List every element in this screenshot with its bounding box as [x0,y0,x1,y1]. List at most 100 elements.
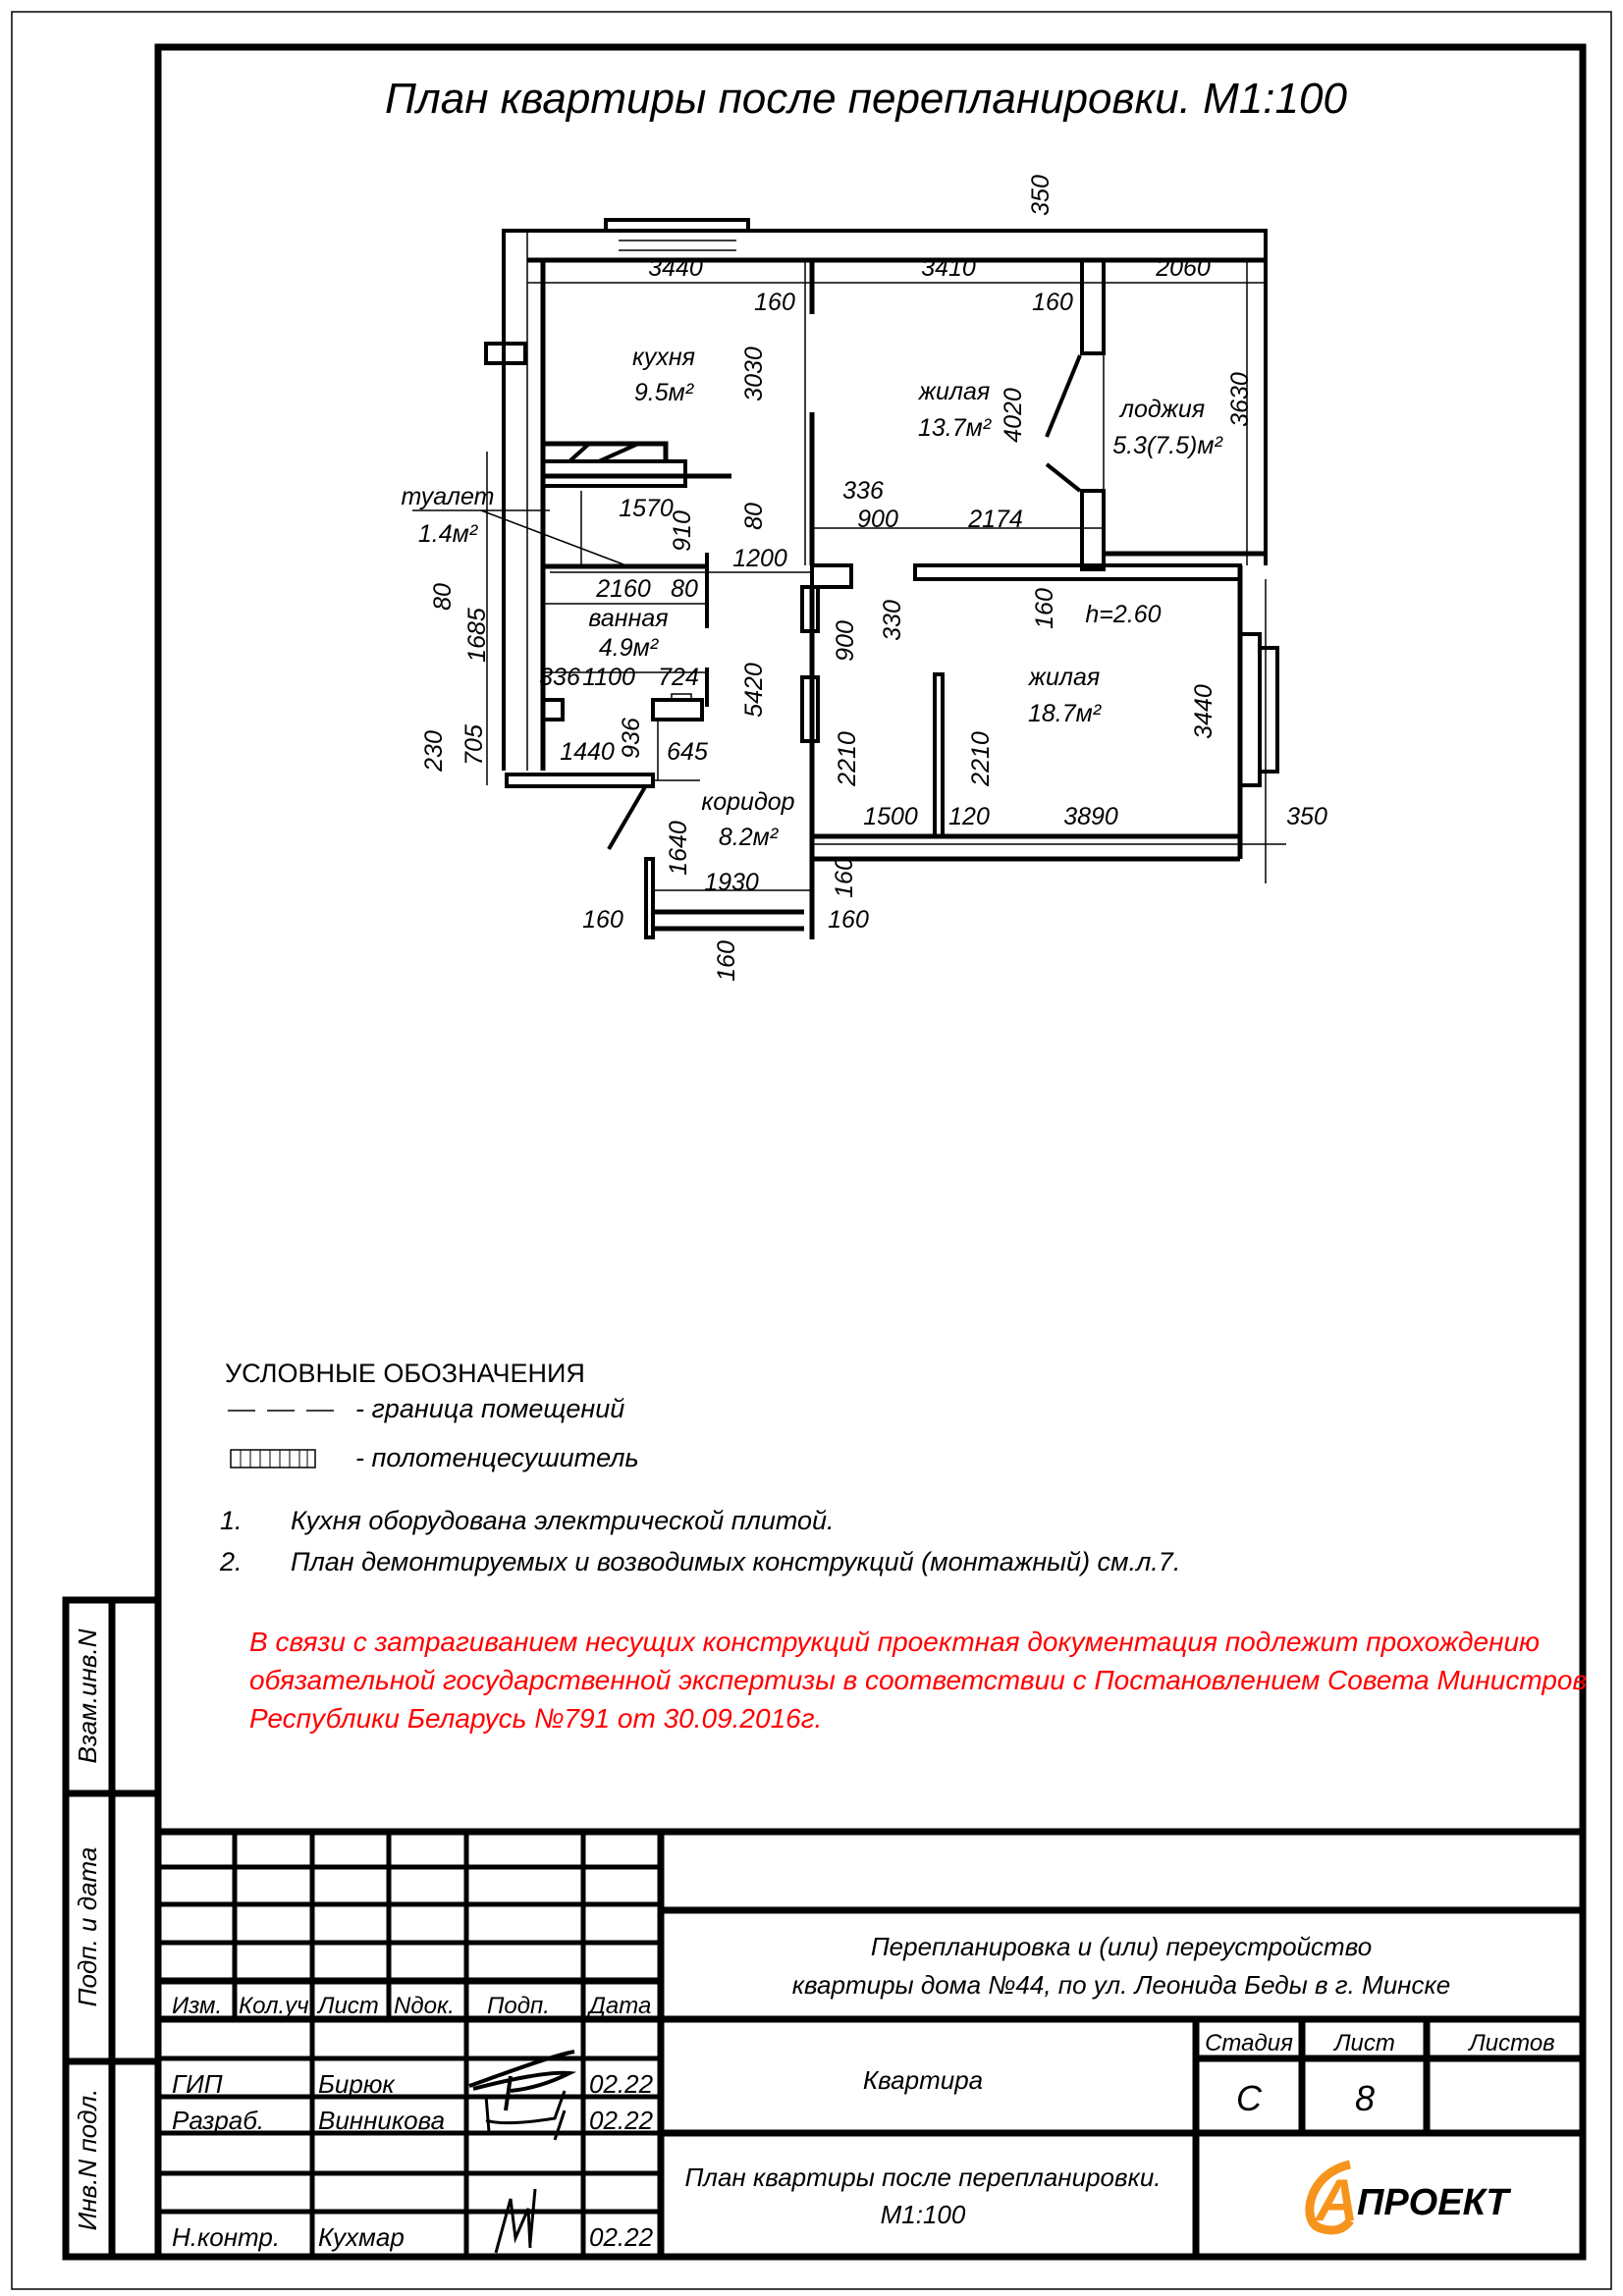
sheet-title-line1: План квартиры после перепланировки. [684,2163,1161,2192]
sheet-label: Лист [1332,2030,1395,2056]
dimension-label: 4020 [1000,388,1027,443]
dimension-label: 3630 [1226,372,1254,427]
dimension-label: 330 [879,600,906,641]
dimension-label: 2210 [967,731,995,787]
dimension-label: 5420 [740,663,768,718]
note-text: План демонтируемых и возводимых конструк… [291,1547,1180,1576]
title-block: Изм. Кол.уч. Лист Nдок. Подп. Дата ГИП Б… [158,1828,1583,2257]
dimension-label: 2210 [834,731,861,787]
room-area-kitchen: 9.5м² [634,379,695,406]
side-stamp-replace-inv: Взам.инв.N [73,1629,102,1763]
dimension-label: 1640 [665,821,692,876]
note-number: 1. [220,1506,243,1535]
dimension-label: 160 [831,857,858,898]
towel-dryer-symbol [671,693,692,701]
room-labels: кухня 9.5м² жилая 13.7м² лоджия 5.3(7.5)… [402,344,1224,851]
stage-label: Стадия [1205,2030,1293,2056]
signature-kukhmar [494,2188,537,2254]
living-partition [913,563,1242,581]
dimension-label: 160 [754,289,795,316]
dimension-label: 160 [1031,588,1058,629]
main-frame [154,43,1587,2261]
header-qty: Кол.уч. [239,1993,315,2019]
entrance-door [607,783,648,851]
dimension-label: 705 [460,724,488,766]
side-stamp-inv-orig: Инв.N подл. [73,2089,102,2231]
dimension-label: 1200 [732,545,787,572]
header-signature: Подп. [487,1993,550,2019]
logo-text: ПРОЕКТ [1357,2182,1511,2223]
door-swing [1045,354,1082,438]
dimension-label: 80 [671,575,698,603]
room-area-loggia: 5.3(7.5)м² [1112,432,1223,459]
stage-value: С [1236,2078,1263,2118]
dimension-label: 900 [857,506,898,533]
project-title-line2: квартиры дома №44, по ул. Леонида Беды в… [792,1970,1450,2000]
drawing-title: План квартиры после перепланировки. М1:1… [385,75,1347,123]
room-area-toilet: 1.4м² [418,520,479,548]
person-name: Винникова [318,2106,445,2135]
dimension-label: 80 [740,503,768,530]
dimension-label: 120 [948,803,990,830]
room-name-toilet: туалет [402,483,495,510]
dimension-label: 3410 [921,254,976,282]
room-name-loggia: лоджия [1118,396,1205,423]
ceiling-height: h=2.60 [1085,601,1161,628]
signature-biryuk [468,2050,577,2111]
dimension-lines [486,282,1286,891]
room-name-bathroom: ванная [588,605,668,632]
dimension-label: 2060 [1155,254,1211,282]
dimension-label: 350 [1027,175,1055,216]
object-name: Квартира [863,2065,983,2095]
sheets-label: Листов [1467,2030,1554,2056]
room-area-living-1: 13.7м² [918,414,993,442]
role-developer: Разраб. [172,2106,264,2135]
side-stamp-sign-date: Подп. и дата [73,1847,102,2007]
dimension-label: 80 [429,583,457,611]
legend-item-towel-dryer: - полотенцесушитель [355,1443,639,1472]
dimension-label: 160 [1032,289,1073,316]
role-norm-control: Н.контр. [172,2222,280,2252]
dimension-label: 160 [713,940,740,982]
dimension-label: 724 [658,664,699,691]
dimension-label: 1100 [582,664,635,691]
dimension-label: 3030 [740,347,768,401]
signature-vinnikova [484,2090,567,2141]
dimension-label: 1570 [619,495,674,522]
dimension-label: 1500 [863,803,918,830]
dimension-label: 2174 [967,506,1023,533]
dimension-label: 1440 [560,738,615,766]
dimension-label: 2160 [595,575,651,603]
room-name-corridor: коридор [701,788,794,816]
side-stamp: Взам.инв.N Подп. и дата Инв.N подл. [62,1596,162,2261]
room-area-bathroom: 4.9м² [599,634,660,662]
dimension-label: 160 [582,906,623,934]
dimension-label: 3440 [648,254,703,282]
dimension-label: 1930 [704,869,759,896]
sheet-value: 8 [1355,2078,1375,2118]
dimension-label: 336 [842,477,884,505]
dimension-label: 3890 [1063,803,1118,830]
dimension-label: 3440 [1190,684,1217,739]
sign-date: 02.22 [589,2106,654,2135]
project-title-line1: Перепланировка и (или) переустройство [871,1932,1372,1961]
header-sheet: Лист [316,1993,379,2019]
company-logo: А ПРОЕКТ [1305,2160,1511,2235]
dimension-label: 160 [828,906,869,934]
note-text: Кухня оборудована электрической плитой. [291,1506,835,1535]
note-number: 2. [219,1547,243,1576]
partition-wall [933,672,945,838]
dimension-label: 350 [1286,803,1327,830]
warning-line: Республики Беларусь №791 от 30.09.2016г. [249,1703,822,1734]
room-area-living-2: 18.7м² [1028,700,1103,727]
dimension-label: 936 [618,718,645,759]
header-change: Изм. [172,1993,222,2019]
person-name: Бирюк [318,2069,396,2099]
dimension-label: 230 [420,730,448,773]
header-doc-no: Nдок. [394,1993,455,2019]
legend-item-room-boundary: - граница помещений [355,1394,624,1423]
sign-date: 02.22 [589,2069,654,2099]
warning-line: В связи с затрагиванием несущих конструк… [249,1627,1540,1657]
